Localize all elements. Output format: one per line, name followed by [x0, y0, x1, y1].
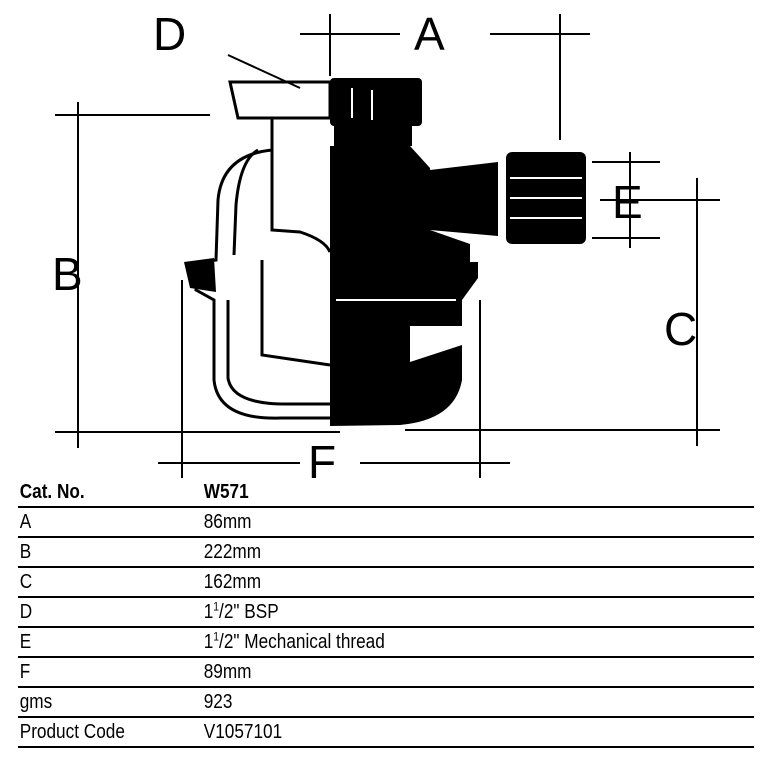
- row-value: 86mm: [202, 507, 677, 538]
- row-value: 11/2" Mechanical thread: [202, 627, 677, 658]
- table-header-row: Cat. No. W571: [18, 478, 754, 508]
- cat-no-value: W571: [202, 478, 677, 508]
- label-d: D: [153, 8, 186, 60]
- row-label: F: [18, 657, 177, 688]
- table-row: A 86mm: [18, 507, 754, 538]
- table-row: F 89mm: [18, 657, 754, 688]
- row-label: B: [18, 537, 177, 568]
- row-value: 923: [202, 687, 677, 718]
- row-value: 89mm: [202, 657, 677, 688]
- row-label: E: [18, 627, 177, 658]
- label-b: B: [52, 248, 83, 300]
- row-label: A: [18, 507, 177, 538]
- label-a: A: [414, 8, 445, 60]
- row-label: Product Code: [18, 717, 177, 748]
- row-value: 162mm: [202, 567, 677, 598]
- row-label: C: [18, 567, 177, 598]
- row-value: 11/2" BSP: [202, 597, 677, 628]
- label-e: E: [612, 176, 643, 228]
- table-row: D 11/2" BSP: [18, 597, 754, 628]
- row-value: 222mm: [202, 537, 677, 568]
- spec-table: Cat. No. W571 A 86mm B 222mm C 162mm D 1…: [18, 478, 754, 748]
- table-row: C 162mm: [18, 567, 754, 598]
- cat-no-label: Cat. No.: [18, 478, 177, 508]
- bottle-trap-diagram: A B C D E F: [52, 8, 720, 478]
- table-row: Product Code V1057101: [18, 717, 754, 748]
- row-label: gms: [18, 687, 177, 718]
- table-row: B 222mm: [18, 537, 754, 568]
- table-row: E 11/2" Mechanical thread: [18, 627, 754, 658]
- label-c: C: [664, 303, 697, 355]
- row-label: D: [18, 597, 177, 628]
- table-row: gms 923: [18, 687, 754, 718]
- row-value: V1057101: [202, 717, 677, 748]
- label-f: F: [308, 436, 336, 478]
